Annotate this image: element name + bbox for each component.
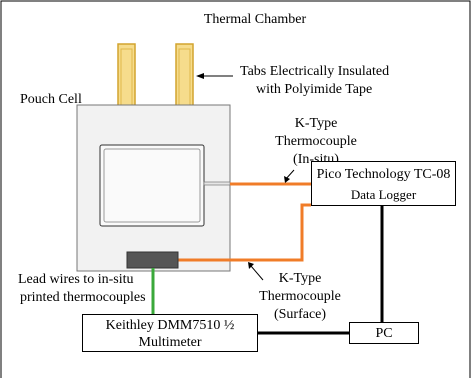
insitu-thermocouple-stub <box>203 181 231 186</box>
data-logger-box: Pico Technology TC-08 Data Logger <box>311 161 456 206</box>
lead-wires-line1: Lead wires to in-situ <box>18 272 134 287</box>
multimeter-line2: Multimeter <box>138 335 202 350</box>
insitu-thermocouple-line1: K-Type <box>294 116 338 131</box>
lead-wires-line2: printed thermocouples <box>20 290 146 305</box>
tabs-note-line2: with Polyimide Tape <box>256 82 373 97</box>
surface-thermocouple-line1: K-Type <box>278 271 322 286</box>
multimeter-line1: Keithley DMM7510 ½ <box>105 318 235 333</box>
surface-label-pointer <box>250 265 264 281</box>
surface-thermocouple-line2: Thermocouple <box>259 289 341 304</box>
pc-box: PC <box>349 322 419 344</box>
multimeter-box: Keithley DMM7510 ½ Multimeter <box>82 314 258 352</box>
insitu-thermocouple-line2: Thermocouple <box>275 134 357 149</box>
surface-sensor <box>126 251 179 269</box>
pouch-cell-electrode-stack <box>99 144 205 227</box>
pouch-cell-label: Pouch Cell <box>20 92 82 107</box>
surface-thermocouple-line3: (Surface) <box>273 307 327 322</box>
pc-label: PC <box>375 326 393 341</box>
data-logger-line2: Data Logger <box>350 187 417 202</box>
tabs-note-line1: Tabs Electrically Insulated <box>240 64 390 79</box>
thermal-chamber-label: Thermal Chamber <box>203 12 307 27</box>
data-logger-line1: Pico Technology TC-08 <box>316 167 451 182</box>
surface-thermocouple-wire <box>160 203 311 262</box>
